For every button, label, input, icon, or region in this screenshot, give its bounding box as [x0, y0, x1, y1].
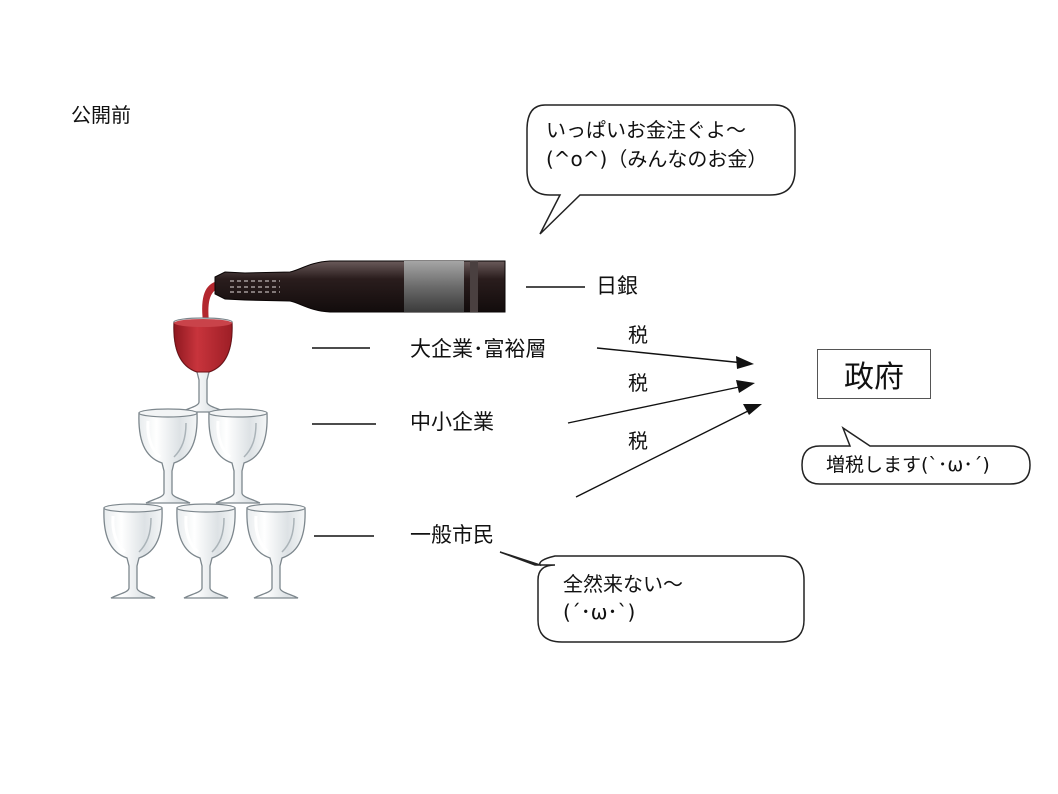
tax-arrow-citizens — [575, 404, 762, 498]
tax-arrow-sme — [567, 380, 755, 424]
wine-stream — [202, 281, 222, 322]
citizen-speech-line2: (´･ω･`) — [563, 600, 636, 624]
citizen-speech-line1: 全然来ない〜 — [563, 572, 683, 596]
citizens-label: 一般市民 — [410, 523, 494, 547]
tax-label-2: 税 — [628, 371, 648, 395]
middle-wine-glass-left — [137, 407, 199, 505]
page-title: 公開前 — [71, 103, 131, 127]
citizen-speech-bubble — [499, 551, 805, 643]
tax-label-1: 税 — [628, 323, 648, 347]
government-box: 政府 — [817, 349, 931, 399]
tax-label-3: 税 — [628, 429, 648, 453]
boj-label: 日銀 — [596, 274, 638, 298]
bottom-wine-glass-center — [175, 502, 237, 600]
middle-wine-glass-right — [207, 407, 269, 505]
corporations-label: 大企業･富裕層 — [410, 337, 547, 361]
tax-arrow-corporations — [596, 347, 754, 369]
boj-speech-line2: (^o^)（みんなのお金） — [546, 147, 768, 171]
gov-speech-text: 増税します(`･ω･´) — [826, 454, 990, 476]
bottom-wine-glass-right — [245, 502, 307, 600]
boj-speech-line1: いっぱいお金注ぐよ〜 — [546, 118, 746, 142]
bottom-wine-glass-left — [102, 502, 164, 600]
top-wine-glass — [172, 316, 234, 414]
wine-bottle — [214, 260, 506, 313]
boj-speech-bubble — [526, 104, 796, 235]
sme-label: 中小企業 — [410, 410, 494, 434]
gov-speech-bubble — [801, 426, 1031, 485]
